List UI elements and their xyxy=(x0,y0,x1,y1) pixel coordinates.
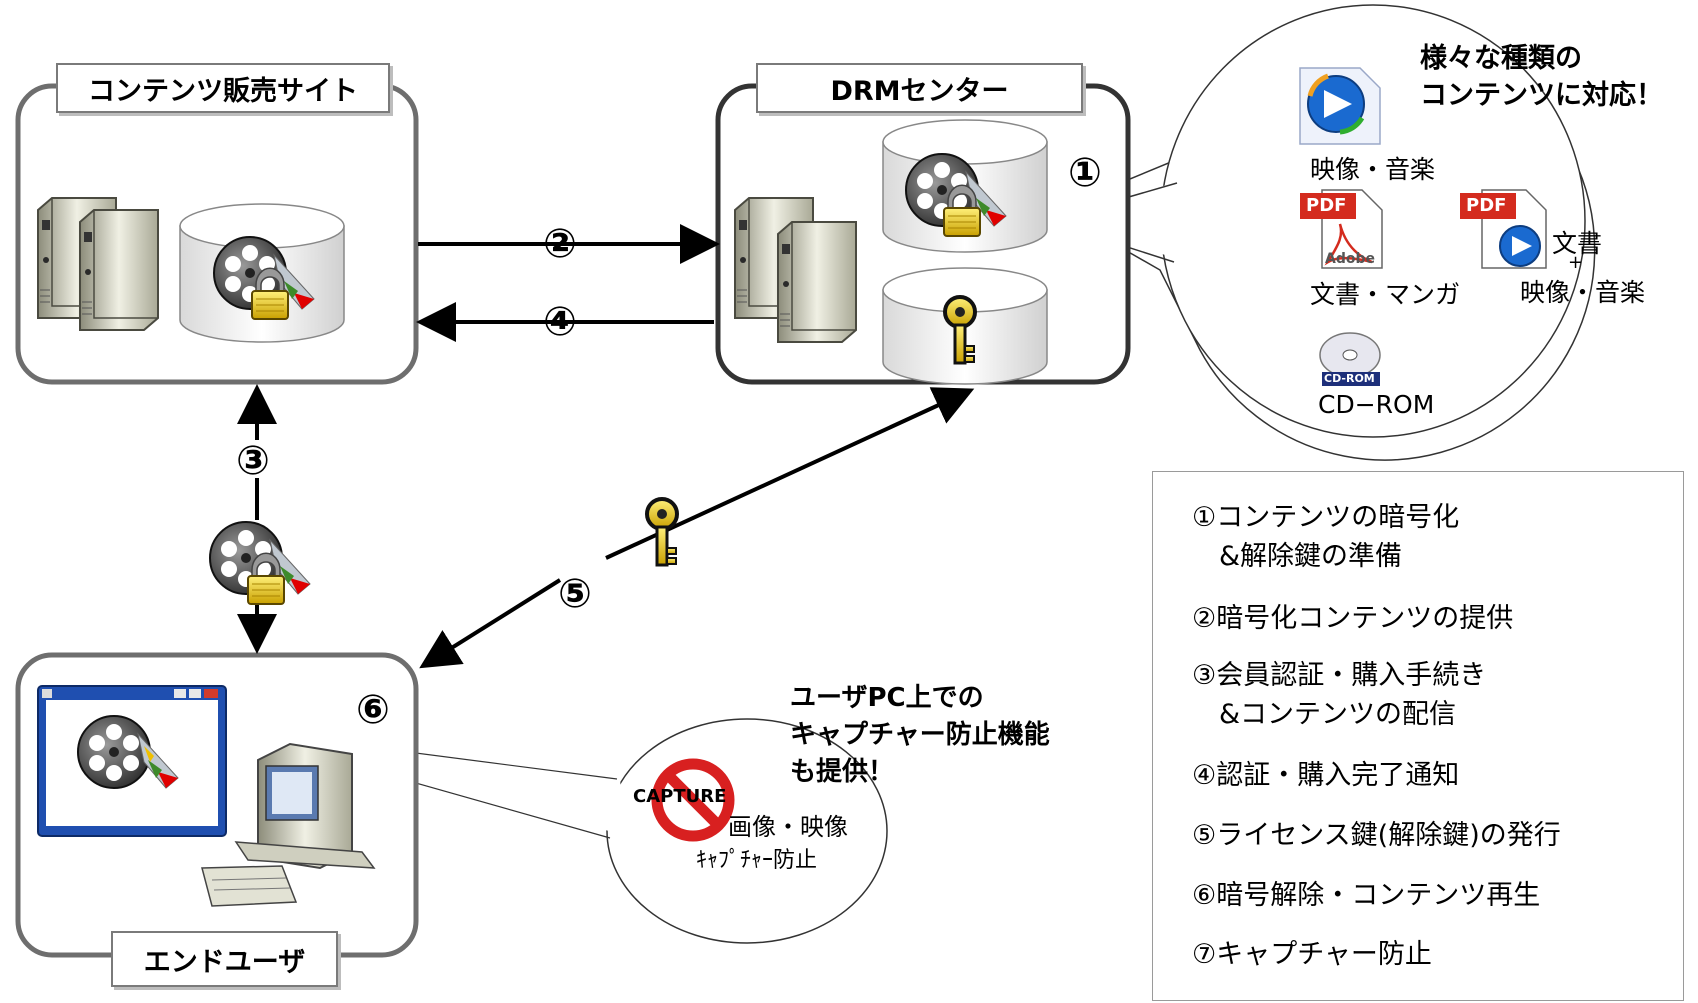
cdrom-badge: CD-ROM xyxy=(1324,372,1375,385)
doc-label: 文書 xyxy=(1552,229,1603,258)
pdf-file-icon xyxy=(1300,189,1383,269)
legend-item-3: ③会員認証・購入手続き xyxy=(1192,660,1487,691)
step-1-number: ① xyxy=(1068,150,1102,196)
capture-title-3: も提供！ xyxy=(790,757,895,787)
legend-item-1-cont: &解除鍵の準備 xyxy=(1192,541,1403,572)
sales-server-icon-2 xyxy=(79,209,159,331)
cdrom-icon xyxy=(1319,332,1381,386)
media-file-icon xyxy=(1299,67,1381,145)
content-bubble-title-1: 様々な種類の xyxy=(1420,43,1582,74)
content-bubble-title-2: コンテンツに対応！ xyxy=(1420,80,1663,111)
plus-label: + xyxy=(1568,252,1584,273)
capture-badge: CAPTURE xyxy=(633,786,727,807)
license-key-icon xyxy=(645,497,679,567)
legend-box: ①コンテンツの暗号化 &解除鍵の準備 ②暗号化コンテンツの提供 ③会員認証・購入… xyxy=(1152,471,1684,1001)
step-3-number: ③ xyxy=(236,438,270,484)
end-user-label: エンドユーザ xyxy=(111,931,338,987)
cdrom-label: CD−ROM xyxy=(1318,390,1435,419)
drm-server-icon-2 xyxy=(777,221,857,343)
step-5-number: ⑤ xyxy=(558,571,592,617)
legend-item-7: ⑦キャプチャー防止 xyxy=(1192,939,1432,970)
legend-item-5: ⑤ライセンス鍵(解除鍵)の発行 xyxy=(1192,820,1561,851)
legend-item-3-cont: &コンテンツの配信 xyxy=(1192,699,1457,730)
capture-title-2: キャプチャー防止機能 xyxy=(790,720,1050,750)
step-4-number: ④ xyxy=(543,299,577,345)
capture-title-1: ユーザPC上での xyxy=(790,683,984,713)
capture-caption-1: 画像・映像 xyxy=(728,813,848,841)
step-6-number: ⑥ xyxy=(356,687,390,733)
arrow-5-down xyxy=(419,578,562,669)
drm-center-label: DRMセンター xyxy=(756,63,1083,113)
legend-item-6: ⑥暗号解除・コンテンツ再生 xyxy=(1192,880,1541,911)
adobe-badge: Adobe xyxy=(1325,251,1375,267)
delivered-content-icon xyxy=(209,521,311,605)
pdf-badge-2: PDF xyxy=(1466,195,1507,216)
legend-item-1: ①コンテンツの暗号化 xyxy=(1192,502,1460,533)
video-music-label: 映像・音楽 xyxy=(1310,155,1436,184)
doc-video-music-label: 映像・音楽 xyxy=(1520,278,1646,307)
capture-prohibited-icon xyxy=(651,758,735,842)
desktop-pc-icon xyxy=(201,742,376,907)
legend-item-4: ④認証・購入完了通知 xyxy=(1192,760,1460,791)
step-2-number: ② xyxy=(543,221,577,267)
sales-site-label: コンテンツ販売サイト xyxy=(56,63,390,113)
pdf-badge: PDF xyxy=(1306,195,1347,216)
legend-item-2: ②暗号化コンテンツの提供 xyxy=(1192,603,1514,634)
pdf-media-file-icon xyxy=(1460,189,1547,269)
doc-manga-label: 文書・マンガ xyxy=(1310,280,1461,309)
capture-caption-2: ｷｬﾌﾟﾁｬｰ防止 xyxy=(696,848,818,873)
